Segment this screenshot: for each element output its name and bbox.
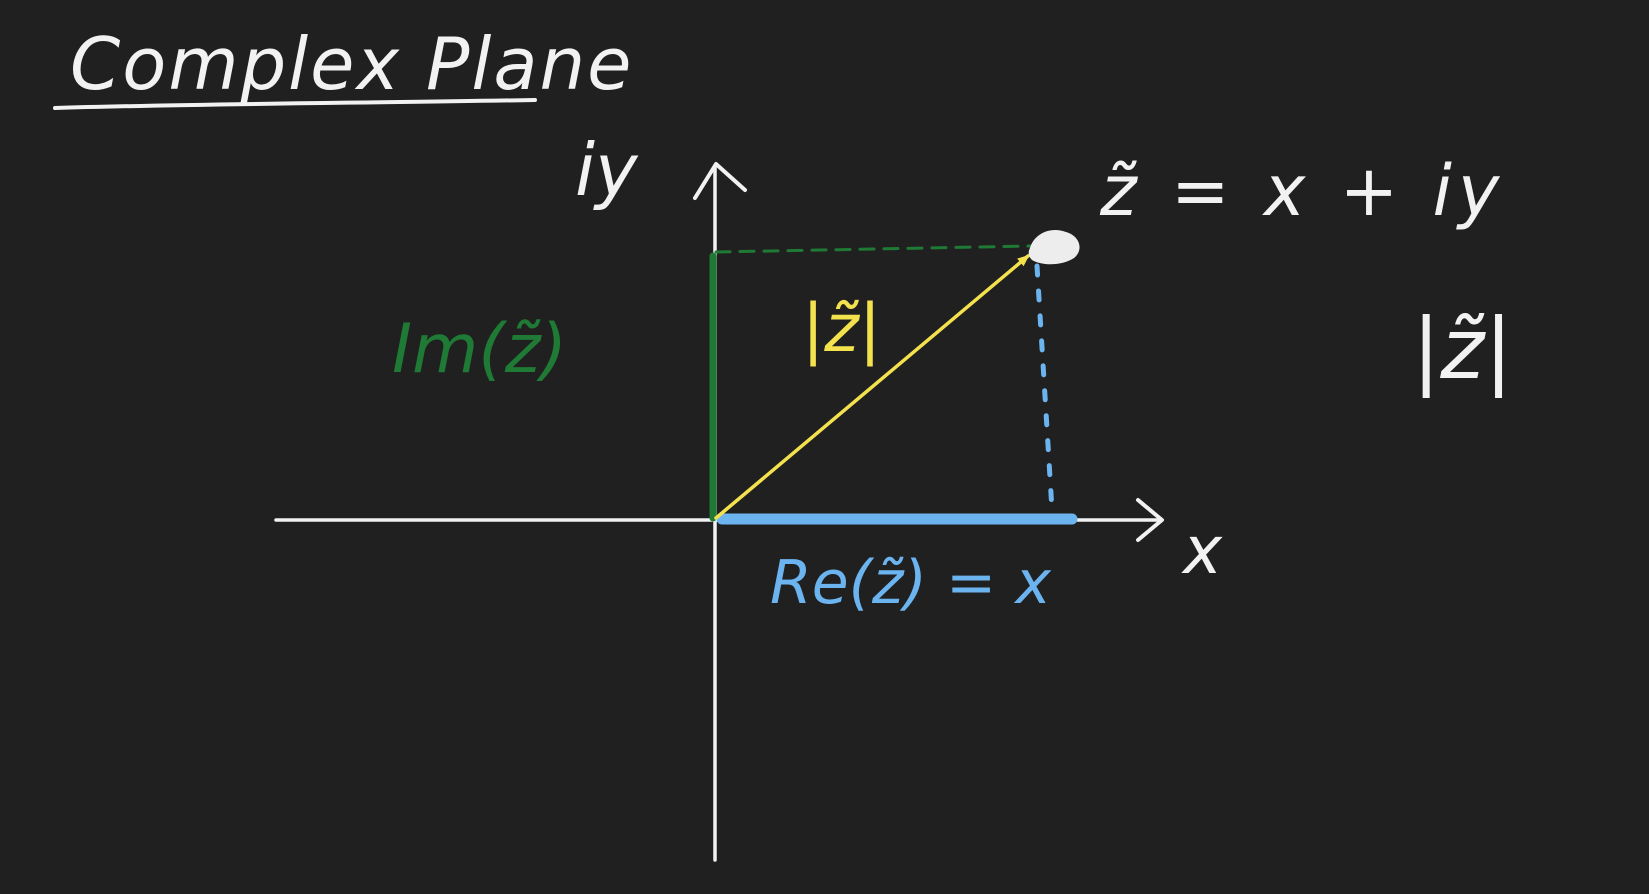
- title-underline: [53, 98, 537, 110]
- real-projection-dashed: [1034, 263, 1055, 513]
- real-part-label: Re(z̃) = x: [770, 548, 1051, 618]
- imag-projection-dashed: [714, 244, 1032, 254]
- point-equation: z̃ = x + iy: [1100, 150, 1506, 232]
- modulus-vector-label: |z̃|: [802, 290, 882, 367]
- modulus-vector: [714, 254, 1030, 520]
- page-title: Complex Plane: [70, 22, 634, 106]
- imag-axis-label: iy: [575, 128, 638, 212]
- point-z-dot: [1028, 229, 1080, 265]
- real-axis-label: x: [1183, 512, 1223, 589]
- imag-part-label: Im(z̃): [392, 310, 568, 389]
- modulus-side-label: |z̃|: [1412, 300, 1513, 398]
- imag-axis-arrowhead: [693, 162, 747, 200]
- real-axis-arrowhead: [1136, 498, 1164, 542]
